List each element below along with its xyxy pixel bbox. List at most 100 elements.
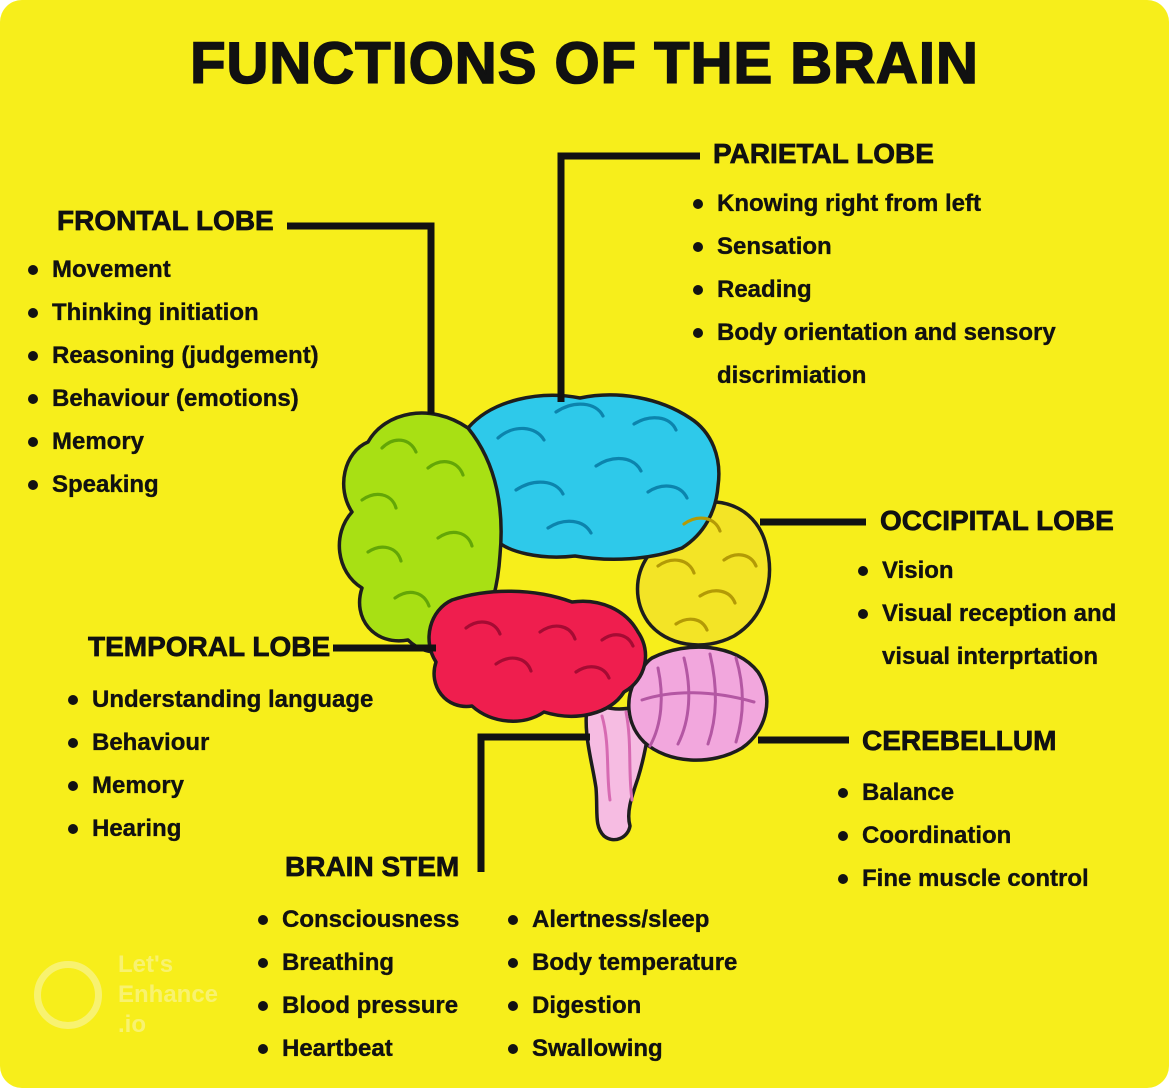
list-item: Behaviour (emotions) [28,377,319,420]
list-item: Balance [838,771,1089,814]
list-item-text: Heartbeat [282,1035,393,1062]
list-item-text: Blood pressure [282,992,459,1019]
list-item-text: Coordination [862,822,1012,849]
list-item-text: Behaviour [92,729,210,756]
bullet-icon [838,831,848,841]
bullet-icon [508,915,518,925]
list-item: Speaking [28,463,319,506]
bullet-icon [693,285,703,295]
bullet-icon [68,738,78,748]
list-item-text: Body orientation and sensory discrimiati… [717,319,1056,389]
temporal-lobe-list: Understanding language Behaviour Memory … [68,678,374,850]
bullet-icon [28,265,38,275]
bullet-icon [28,394,38,404]
list-item: Breathing [258,941,459,984]
cerebellum-gyri [640,652,756,748]
list-item: Blood pressure [258,984,459,1027]
frontal-lobe-list: Movement Thinking initiation Reasoning (… [28,248,319,506]
bullet-icon [28,351,38,361]
bullet-icon [258,1044,268,1054]
watermark-line: Enhance [118,981,219,1008]
list-item: Coordination [838,814,1089,857]
list-item: Visual reception and visual interprtatio… [858,592,1158,678]
list-item-text: Vision [882,557,954,584]
temporal-gyri [464,620,635,680]
connector-parietal [557,152,700,402]
bullet-icon [693,328,703,338]
frontal-gyri [360,438,474,608]
list-item: Heartbeat [258,1027,459,1070]
list-item: Reasoning (judgement) [28,334,319,377]
list-item-text: Swallowing [532,1035,663,1062]
bullet-icon [28,308,38,318]
page-title: FUNCTIONS OF THE BRAIN [189,30,979,97]
list-item: Thinking initiation [28,291,319,334]
heading-parietal-lobe: PARIETAL LOBE [713,138,935,170]
parietal-lobe-region [466,393,721,562]
list-item-text: Reasoning (judgement) [52,342,319,369]
list-item: Behaviour [68,721,373,764]
list-item: Alertness/sleep [508,898,737,941]
bullet-icon [258,958,268,968]
list-item: Consciousness [258,898,460,941]
brain-stem-gyri [600,710,634,802]
occipital-gyri [656,516,758,632]
watermark-text: Let's Enhance .io [118,950,218,1040]
bullet-icon [838,874,848,884]
connector-lines [287,152,866,872]
bullet-icon [508,1001,518,1011]
bullet-icon [68,695,78,705]
heading-frontal-lobe: FRONTAL LOBE [57,205,274,237]
heading-cerebellum: CEREBELLUM [862,725,1057,757]
list-item-text: Memory [92,772,185,799]
bullet-icon [693,199,703,209]
list-item-text: Reading [717,276,812,303]
list-item-text: Consciousness [282,906,460,933]
list-item-text: Alertness/sleep [532,906,710,933]
bullet-icon [858,609,868,619]
lets-enhance-logo-icon [34,961,102,1029]
bullet-icon [28,480,38,490]
cerebellum-region [627,645,769,762]
list-item: Memory [28,420,319,463]
bullet-icon [838,788,848,798]
connector-frontal [287,222,435,414]
list-item: Movement [28,248,319,291]
list-item: Vision [858,549,1158,592]
brain-stem-list-col2: Alertness/sleep Body temperature Digesti… [508,898,738,1070]
bullet-icon [508,958,518,968]
watermark-line: .io [118,1011,146,1038]
list-item: Knowing right from left [693,182,1113,225]
bullet-icon [693,242,703,252]
list-item-text: Hearing [92,815,182,842]
bullet-icon [858,566,868,576]
bullet-icon [68,824,78,834]
list-item-text: Fine muscle control [862,865,1089,892]
list-item-text: Balance [862,779,955,806]
list-item: Hearing [68,807,373,850]
list-item: Swallowing [508,1027,737,1070]
heading-temporal-lobe: TEMPORAL LOBE [88,631,331,663]
list-item: Understanding language [68,678,374,721]
list-item-text: Digestion [532,992,642,1019]
list-item-text: Thinking initiation [52,299,259,326]
temporal-lobe-region [427,589,648,723]
connector-brain-stem [477,733,590,872]
bullet-icon [508,1044,518,1054]
list-item-text: Movement [52,256,171,283]
list-item-text: Breathing [282,949,395,976]
list-item: Reading [693,268,1113,311]
list-item: Body temperature [508,941,738,984]
list-item-text: Body temperature [532,949,738,976]
parietal-gyri [496,402,689,535]
list-item: Digestion [508,984,737,1027]
heading-occipital-lobe: OCCIPITAL LOBE [880,505,1115,537]
bullet-icon [258,1001,268,1011]
list-item: Sensation [693,225,1113,268]
watermark-line: Let's [118,951,174,978]
list-item-text: Knowing right from left [717,190,981,217]
list-item: Body orientation and sensory discrimiati… [693,311,1113,397]
list-item-text: Memory [52,428,145,455]
